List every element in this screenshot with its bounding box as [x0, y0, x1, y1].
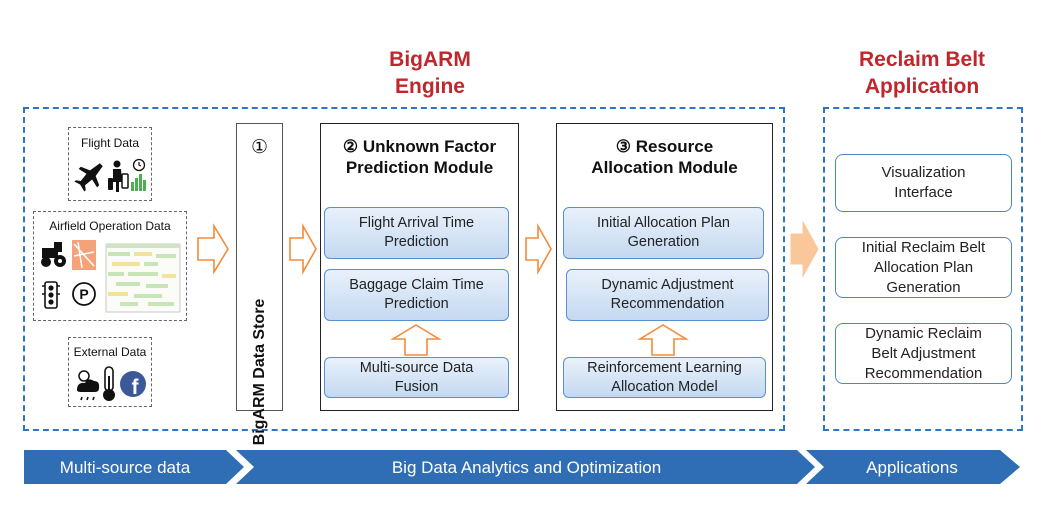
band-segment-middle: [236, 450, 815, 484]
flight-data-label: Flight Data: [80, 136, 140, 150]
application-heading-line1: Reclaim Belt: [858, 48, 986, 71]
initial-allocation-line1: Initial Allocation Plan: [597, 215, 730, 231]
clock-chart-icon: [131, 158, 146, 191]
dynamic-adjustment-line2: Recommendation: [610, 296, 725, 312]
right-arrow-icon: [289, 222, 317, 276]
right-arrow-icon: [525, 222, 552, 276]
initial-allocation-line2: Generation: [627, 234, 700, 250]
dynamic-reclaim-line3: Recommendation: [864, 364, 983, 382]
data-fusion-line2: Fusion: [394, 378, 439, 395]
facebook-icon: f: [120, 371, 146, 399]
data-store-box: ① BigARM Data Store: [236, 123, 283, 445]
airport-map-icon: [72, 240, 96, 270]
prediction-module-title: ② Unknown Factor Prediction Module: [321, 136, 518, 178]
gantt-chart-icon: [105, 243, 181, 313]
flight-data-box: Flight Data: [68, 127, 152, 201]
band-segment-right: [806, 450, 1020, 484]
visualization-line2: Interface: [894, 184, 953, 201]
thermometer-icon: [103, 366, 115, 401]
right-arrow-icon: [790, 220, 819, 278]
traffic-light-icon: [42, 281, 60, 309]
allocation-module-title: ③ Resource Allocation Module: [557, 136, 772, 178]
flight-icons: [74, 158, 146, 192]
data-fusion-line1: Multi-source Data: [359, 359, 474, 376]
airfield-data-label: Airfield Operation Data: [49, 219, 171, 233]
engine-heading-line1: BigARM: [389, 48, 471, 71]
engine-frame: [23, 107, 785, 431]
flight-arrival-line1: Flight Arrival Time: [358, 215, 475, 231]
external-data-label: External Data: [73, 345, 147, 359]
up-arrow-icon: [390, 324, 442, 356]
prediction-title-line1: ② Unknown Factor: [342, 137, 497, 156]
airplane-icon: [74, 163, 103, 192]
external-icons: f: [77, 366, 146, 401]
initial-reclaim-line1: Initial Reclaim Belt: [861, 238, 986, 256]
external-data-box: External Data f: [68, 337, 152, 407]
dynamic-adjustment-line1: Dynamic Adjustment: [601, 277, 734, 293]
band-label-applications: Applications: [866, 458, 958, 477]
prediction-title-line2: Prediction Module: [345, 158, 494, 177]
airfield-icons: P: [41, 240, 181, 313]
weather-icon: [77, 370, 100, 401]
baggage-claim-line1: Baggage Claim Time: [349, 277, 484, 293]
application-heading: Reclaim Belt Application: [812, 46, 1032, 100]
initial-reclaim-line2: Allocation Plan: [873, 258, 974, 276]
up-arrow-icon: [637, 324, 689, 356]
band-label-analytics: Big Data Analytics and Optimization: [391, 458, 662, 477]
band-label-multisource: Multi-source data: [59, 458, 191, 477]
allocation-title-line2: Allocation Module: [591, 158, 738, 177]
parking-icon: P: [72, 282, 96, 306]
engine-heading-line2: Engine: [394, 75, 465, 98]
band-segment-left: [24, 450, 244, 484]
application-frame: [823, 107, 1023, 431]
dynamic-reclaim-line1: Dynamic Reclaim: [865, 324, 982, 342]
traveler-icon: [108, 160, 129, 192]
data-store-number: ①: [250, 137, 269, 158]
allocation-title-line1: ③ Resource: [615, 137, 714, 156]
tractor-icon: [41, 242, 66, 267]
reinforcement-learning-line1: Reinforcement Learning: [587, 359, 742, 376]
svg-text:f: f: [132, 376, 140, 399]
engine-heading: BigARM Engine: [330, 46, 530, 100]
right-arrow-icon: [197, 223, 229, 275]
initial-reclaim-line3: Generation: [886, 278, 961, 296]
baggage-claim-line2: Prediction: [384, 296, 449, 312]
visualization-line1: Visualization: [881, 164, 966, 181]
airfield-data-box: Airfield Operation Data P: [33, 211, 187, 321]
application-heading-line2: Application: [864, 75, 980, 98]
svg-text:P: P: [79, 286, 88, 302]
dynamic-reclaim-line2: Belt Adjustment: [871, 344, 976, 362]
reinforcement-learning-line2: Allocation Model: [611, 378, 718, 395]
flight-arrival-line2: Prediction: [384, 234, 449, 250]
